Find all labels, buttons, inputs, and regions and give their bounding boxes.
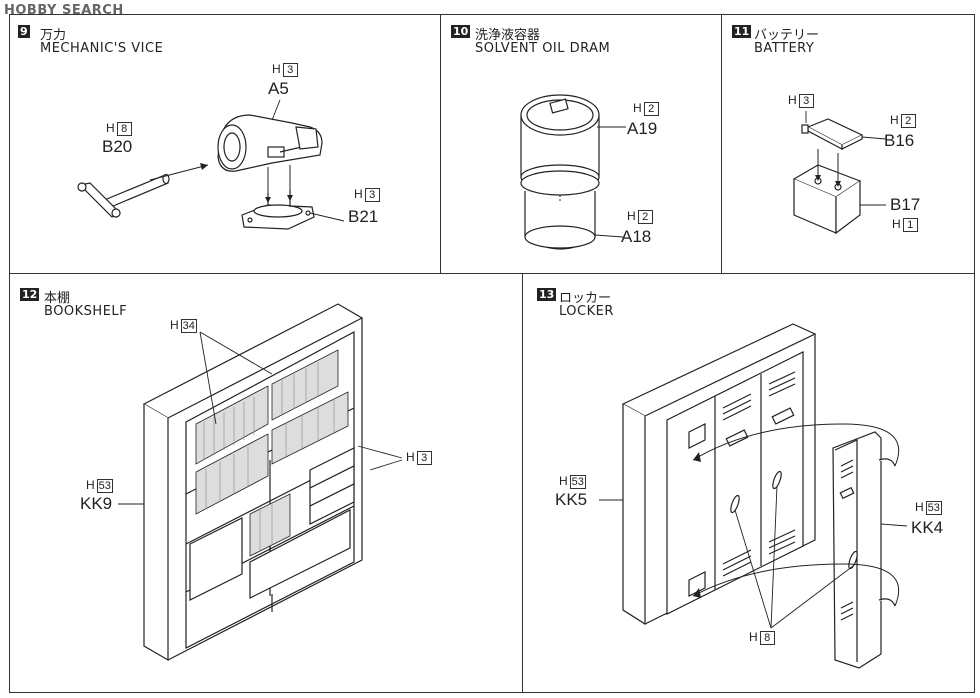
h-prefix: H xyxy=(272,62,281,76)
step-number: 9 xyxy=(18,25,30,38)
h-prefix: H xyxy=(915,500,924,514)
step-title-ja: ロッカー xyxy=(559,291,612,306)
h-number: 53 xyxy=(96,479,113,493)
part-a5: A5 xyxy=(268,79,289,98)
h-number: 8 xyxy=(116,122,132,136)
part-a18: A18 xyxy=(621,227,652,246)
step-title-ja: バッテリー xyxy=(754,28,820,43)
h-prefix: H xyxy=(627,209,636,223)
h-number: 53 xyxy=(569,475,586,489)
step-title-en: SOLVENT OIL DRAM xyxy=(475,41,611,56)
battery-drawing xyxy=(792,111,887,235)
step-title-ja: 洗浄液容器 xyxy=(475,28,541,43)
h-prefix: H xyxy=(633,101,642,115)
step-title-en: MECHANIC'S VICE xyxy=(40,41,164,56)
h-number: 3 xyxy=(416,451,432,465)
h-number: 2 xyxy=(900,114,916,128)
part-b16: B16 xyxy=(884,131,915,150)
part-kk5: KK5 xyxy=(555,490,588,509)
part-kk4: KK4 xyxy=(911,518,944,537)
step-number: 11 xyxy=(732,25,752,38)
step-title-ja: 本棚 xyxy=(44,291,71,306)
h-prefix: H xyxy=(559,474,568,488)
step-title-en: BOOKSHELF xyxy=(44,304,128,319)
h-prefix: H xyxy=(890,113,899,127)
h-prefix: H xyxy=(892,217,901,231)
part-b17: B17 xyxy=(890,195,921,214)
step-number: 10 xyxy=(451,25,471,38)
h-number: 2 xyxy=(637,210,653,224)
step-title-ja: 万力 xyxy=(40,28,67,43)
h-number: 3 xyxy=(364,188,380,202)
h-prefix: H xyxy=(106,121,115,135)
h-prefix: H xyxy=(354,187,363,201)
h-number: 8 xyxy=(759,631,775,645)
h-prefix: H xyxy=(406,450,415,464)
drum-drawing xyxy=(520,94,626,250)
part-b21: B21 xyxy=(348,207,379,226)
panel-bookshelf: 12 本棚 BOOKSHELF xyxy=(9,273,523,693)
h-number: 2 xyxy=(643,102,659,116)
h-number: 34 xyxy=(180,319,197,333)
part-a19: A19 xyxy=(627,119,658,138)
step-title-en: LOCKER xyxy=(559,304,614,319)
h-prefix: H xyxy=(788,93,797,107)
panel-locker: 13 ロッカー LOCKER xyxy=(522,273,975,693)
vice-drawing xyxy=(77,99,345,230)
locker-drawing xyxy=(599,323,908,669)
step-title-en: BATTERY xyxy=(754,41,815,56)
h-number: 53 xyxy=(925,501,942,515)
part-kk9: KK9 xyxy=(80,494,113,513)
h-prefix: H xyxy=(86,478,95,492)
step-number: 12 xyxy=(20,288,40,301)
step-number: 13 xyxy=(537,288,557,301)
part-b20: B20 xyxy=(102,137,133,156)
h-number: 3 xyxy=(282,63,298,77)
h-prefix: H xyxy=(749,630,758,644)
panel-mechanics-vice: 9 万力 MECHANIC'S VICE xyxy=(9,14,441,274)
h-number: 1 xyxy=(902,218,918,232)
bookshelf-drawing xyxy=(118,303,403,662)
h-prefix: H xyxy=(170,318,179,332)
h-number: 3 xyxy=(798,94,814,108)
